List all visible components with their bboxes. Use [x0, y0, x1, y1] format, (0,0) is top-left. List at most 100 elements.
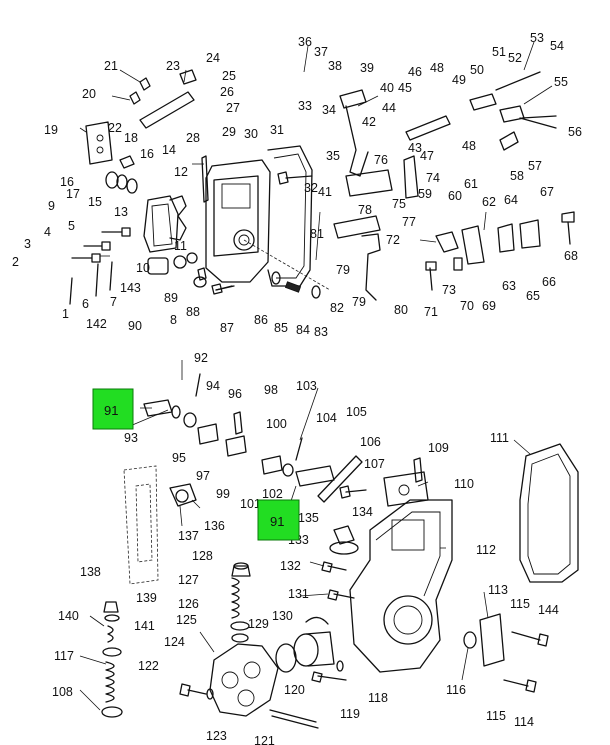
callout-59: 59 — [418, 187, 432, 201]
callout-108: 108 — [52, 685, 73, 699]
callout-121: 121 — [254, 734, 275, 745]
callout-60: 60 — [448, 189, 462, 203]
callout-2: 2 — [12, 255, 19, 269]
callout-62: 62 — [482, 195, 496, 209]
callout-37: 37 — [314, 45, 328, 59]
callout-68: 68 — [564, 249, 578, 263]
callout-46: 46 — [408, 65, 422, 79]
highlight-label: 91 — [104, 403, 118, 418]
callout-47: 47 — [420, 149, 434, 163]
callout-66: 66 — [542, 275, 556, 289]
callout-19: 19 — [44, 123, 58, 137]
callout-1: 1 — [62, 307, 69, 321]
callout-17: 17 — [66, 187, 80, 201]
callout-50: 50 — [470, 63, 484, 77]
highlight-label: 91 — [270, 514, 284, 529]
highlight-box[interactable] — [92, 388, 134, 430]
callout-138: 138 — [80, 565, 101, 579]
callout-31: 31 — [270, 123, 284, 137]
callout-135: 135 — [298, 511, 319, 525]
callout-65: 65 — [526, 289, 540, 303]
leader-lines — [79, 41, 553, 711]
callout-128: 128 — [192, 549, 213, 563]
callout-57: 57 — [528, 159, 542, 173]
callout-51: 51 — [492, 45, 506, 59]
callout-39: 39 — [360, 61, 374, 75]
callout-27: 27 — [226, 101, 240, 115]
callout-102: 102 — [262, 487, 283, 501]
callout-104: 104 — [316, 411, 337, 425]
callout-139: 139 — [136, 591, 157, 605]
callout-26: 26 — [220, 85, 234, 99]
callout-126: 126 — [178, 597, 199, 611]
callout-5: 5 — [68, 219, 75, 233]
callout-69: 69 — [482, 299, 496, 313]
callout-134: 134 — [352, 505, 373, 519]
callout-100: 100 — [266, 417, 287, 431]
callout-81: 81 — [310, 227, 324, 241]
callout-98: 98 — [264, 383, 278, 397]
callout-14: 14 — [162, 143, 176, 157]
callout-90: 90 — [128, 319, 142, 333]
callout-84: 84 — [296, 323, 310, 337]
callout-97: 97 — [196, 469, 210, 483]
callout-45: 45 — [398, 81, 412, 95]
callout-75: 75 — [392, 197, 406, 211]
callout-114: 114 — [514, 715, 534, 729]
callout-32: 32 — [304, 181, 318, 195]
callout-35: 35 — [326, 149, 340, 163]
callout-55: 55 — [554, 75, 568, 89]
callout-143: 143 — [120, 281, 141, 295]
callout-101: 101 — [240, 497, 261, 511]
callout-107: 107 — [364, 457, 385, 471]
upper-assembly-drawing — [69, 69, 575, 305]
callout-111: 111 — [490, 431, 509, 445]
callout-115: 115 — [510, 597, 530, 611]
callout-34: 34 — [322, 103, 336, 117]
callout-56: 56 — [568, 125, 582, 139]
callout-11: 11 — [174, 239, 187, 253]
callout-29: 29 — [222, 125, 236, 139]
callout-89: 89 — [164, 291, 178, 305]
callout-123: 123 — [206, 729, 227, 743]
callout-96: 96 — [228, 387, 242, 401]
callout-20: 20 — [82, 87, 96, 101]
callout-95: 95 — [172, 451, 186, 465]
callout-44: 44 — [382, 101, 396, 115]
callout-38: 38 — [328, 59, 342, 73]
callout-76: 76 — [374, 153, 388, 167]
upper-callout-labels: 1 2 3 4 5 6 7 8 9 10 11 12 13 14 15 16 1… — [12, 31, 582, 339]
callout-41: 41 — [318, 185, 332, 199]
callout-13: 13 — [114, 205, 128, 219]
callout-94: 94 — [206, 379, 220, 393]
callout-131: 131 — [288, 587, 309, 601]
callout-9: 9 — [48, 199, 55, 213]
callout-22: 22 — [108, 121, 122, 135]
callout-80: 80 — [394, 303, 408, 317]
callout-144: 144 — [538, 603, 559, 617]
callout-49: 49 — [452, 73, 466, 87]
callout-16: 16 — [60, 175, 74, 189]
highlight-box[interactable] — [257, 499, 300, 541]
callout-87: 87 — [220, 321, 234, 335]
callout-117: 117 — [54, 649, 74, 663]
callout-142: 142 — [86, 317, 107, 331]
callout-127: 127 — [178, 573, 199, 587]
callout-24: 24 — [206, 51, 220, 65]
callout-6: 6 — [82, 297, 89, 311]
callout-78: 78 — [358, 203, 372, 217]
callout-18: 18 — [124, 131, 138, 145]
callout-124: 124 — [164, 635, 185, 649]
callout-141: 141 — [134, 619, 155, 633]
callout-93: 93 — [124, 431, 138, 445]
callout-64: 64 — [504, 193, 518, 207]
highlight-callout-91-upper[interactable]: 91 — [92, 388, 134, 430]
callout-8: 8 — [170, 313, 177, 327]
callout-52: 52 — [508, 51, 522, 65]
highlight-callout-91-lower[interactable]: 91 — [257, 499, 300, 541]
callout-70: 70 — [460, 299, 474, 313]
callout-88: 88 — [186, 305, 200, 319]
callout-79b: 79 — [352, 295, 366, 309]
callout-122: 122 — [138, 659, 159, 673]
callout-77: 77 — [402, 215, 416, 229]
